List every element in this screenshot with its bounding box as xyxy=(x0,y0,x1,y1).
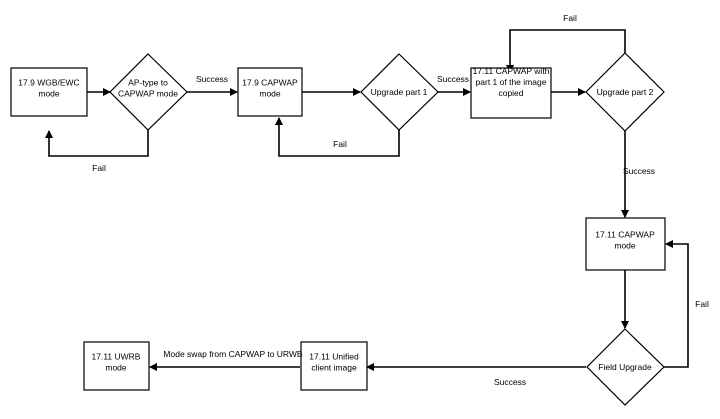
label-line: 17.11 Unified xyxy=(309,352,359,362)
edge-label-aptype-fail: Fail xyxy=(92,163,106,173)
label-line: 17.11 CAPWAP xyxy=(595,230,655,240)
node-ap-type-diamond xyxy=(109,53,188,131)
node-capwap179-box xyxy=(237,67,303,117)
node-capwap1711-part1-box xyxy=(470,67,552,119)
label-line: 17.11 CAPWAP with xyxy=(473,66,550,76)
edge-label-field-fail: Fail xyxy=(695,299,709,309)
label-line: Upgrade part 1 xyxy=(371,87,428,97)
label-line: 17.11 UWRB xyxy=(92,352,141,362)
node-capwap1711-box xyxy=(585,217,666,271)
label-line: 17.9 WGB/EWC xyxy=(18,78,79,88)
node-uwrb1711-box xyxy=(83,341,150,391)
label-line: client image xyxy=(311,363,357,373)
label-line: copied xyxy=(498,88,523,98)
edge-field-fail xyxy=(664,240,689,368)
node-upgrade2-diamond xyxy=(585,52,665,132)
edge-label-upgrade1-success: Success xyxy=(437,74,469,84)
node-wgb-ewc-box xyxy=(10,67,88,117)
label-line: AP-type to xyxy=(128,78,168,88)
edge-label-field-success: Success xyxy=(494,377,526,387)
label-line: CAPWAP mode xyxy=(118,89,178,99)
label-line: mode xyxy=(38,89,60,99)
node-upgrade1-label: Upgrade part 1 xyxy=(371,87,428,97)
edge-label-upgrade1-fail: Fail xyxy=(333,139,347,149)
edge-upgrade2-fail xyxy=(506,29,626,73)
edge-label-upgrade2-success: Success xyxy=(623,166,655,176)
label-line: 17.9 CAPWAP xyxy=(242,78,298,88)
edge-label-aptype-success: Success xyxy=(196,74,228,84)
node-unified1711-box xyxy=(300,341,368,391)
label-line: Upgrade part 2 xyxy=(597,87,654,97)
label-line: Field Upgrade xyxy=(598,362,652,372)
edge-label-upgrade2-fail: Fail xyxy=(563,13,577,23)
edge-upgrade1-fail xyxy=(275,117,400,157)
edge-aptype-fail xyxy=(45,130,149,157)
edge-label-mode-swap: Mode swap from CAPWAP to URWB xyxy=(163,349,303,359)
node-upgrade2-label: Upgrade part 2 xyxy=(597,87,654,97)
label-line: mode xyxy=(105,363,127,373)
node-upgrade1-diamond xyxy=(360,53,439,131)
node-field-upgrade-label: Field Upgrade xyxy=(598,362,652,372)
node-field-upgrade-diamond xyxy=(586,328,665,406)
label-line: mode xyxy=(614,241,636,251)
label-line: mode xyxy=(259,89,281,99)
label-line: part 1 of the image xyxy=(476,77,547,87)
